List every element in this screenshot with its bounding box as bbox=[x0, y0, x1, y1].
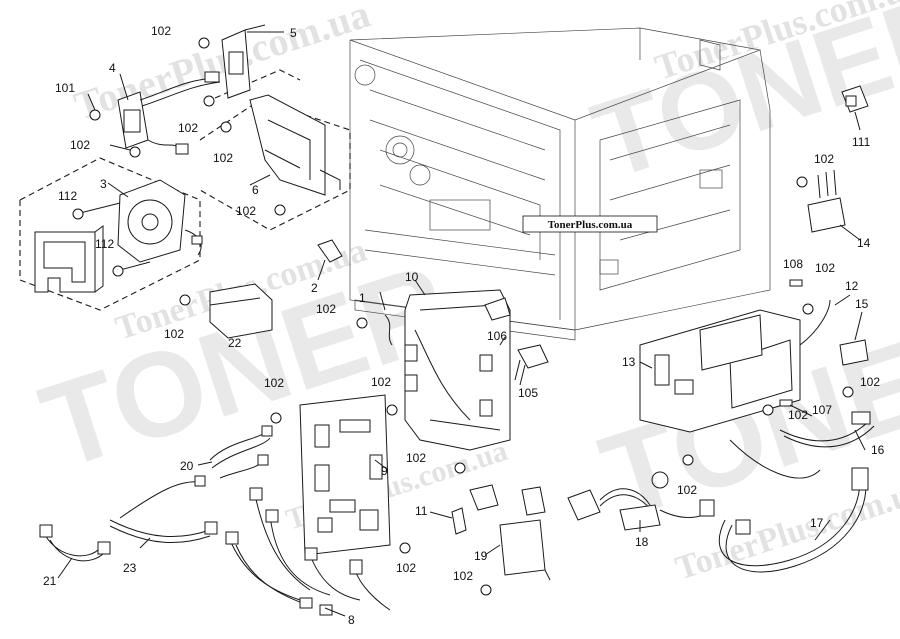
label-102-i: 102 bbox=[371, 375, 391, 389]
leader-lines bbox=[57, 31, 866, 617]
label-102-g: 102 bbox=[316, 302, 336, 316]
label-18: 18 bbox=[635, 535, 649, 549]
label-106: 106 bbox=[487, 329, 507, 343]
label-102-l: 102 bbox=[453, 569, 473, 583]
label-102-o: 102 bbox=[860, 375, 880, 389]
harness-15-16-17 bbox=[718, 299, 875, 573]
label-10: 10 bbox=[405, 270, 419, 284]
switch-111 bbox=[841, 85, 869, 113]
label-111: 111 bbox=[852, 135, 871, 149]
clamp-105 bbox=[514, 344, 549, 381]
site-label-text: TonerPlus.com.ua bbox=[548, 219, 633, 231]
label-112-a: 112 bbox=[58, 189, 77, 203]
label-6: 6 bbox=[252, 183, 259, 197]
label-21: 21 bbox=[43, 574, 57, 588]
duct-frame bbox=[34, 225, 104, 293]
label-19: 19 bbox=[474, 549, 488, 563]
label-20: 20 bbox=[180, 459, 194, 473]
machine-frame bbox=[349, 27, 771, 341]
label-102-f: 102 bbox=[164, 327, 184, 341]
transformer-14 bbox=[807, 169, 846, 233]
label-102-j: 102 bbox=[406, 451, 426, 465]
label-1: 1 bbox=[359, 291, 366, 305]
label-102-p: 102 bbox=[788, 408, 808, 422]
label-11: 11 bbox=[415, 504, 428, 518]
site-label-box: TonerPlus.com.ua bbox=[522, 215, 658, 233]
frame-10 bbox=[404, 289, 511, 451]
board-9 bbox=[299, 394, 391, 556]
label-22: 22 bbox=[228, 336, 242, 350]
power-cord-18 bbox=[567, 471, 715, 531]
label-105: 105 bbox=[518, 386, 538, 400]
clip-1 bbox=[384, 314, 393, 346]
label-102-b: 102 bbox=[70, 138, 90, 152]
harness-23 bbox=[39, 475, 218, 562]
label-102-k: 102 bbox=[396, 561, 416, 575]
label-4: 4 bbox=[109, 61, 116, 75]
label-102-q: 102 bbox=[677, 483, 697, 497]
label-23: 23 bbox=[123, 561, 137, 575]
label-102-c: 102 bbox=[178, 121, 198, 135]
label-15: 15 bbox=[855, 297, 869, 311]
label-102-h: 102 bbox=[264, 376, 284, 390]
board-13 bbox=[639, 309, 801, 433]
label-5: 5 bbox=[290, 26, 297, 40]
harness-8 bbox=[225, 487, 391, 616]
label-102-d: 102 bbox=[213, 151, 233, 165]
label-102-a: 102 bbox=[151, 24, 171, 38]
clip-11 bbox=[451, 507, 467, 535]
part-labels: 102 5 4 101 102 102 102 3 112 6 102 112 … bbox=[43, 24, 885, 627]
label-8: 8 bbox=[348, 613, 355, 627]
label-107: 107 bbox=[812, 403, 832, 417]
screws bbox=[72, 37, 854, 596]
label-102-n: 102 bbox=[815, 261, 835, 275]
label-2: 2 bbox=[311, 281, 318, 295]
label-102-m: 102 bbox=[814, 152, 834, 166]
label-9: 9 bbox=[381, 464, 388, 478]
bracket-2 bbox=[317, 239, 343, 263]
label-112-b: 112 bbox=[95, 237, 114, 251]
label-101: 101 bbox=[55, 81, 75, 95]
harness-20 bbox=[209, 425, 273, 479]
label-13: 13 bbox=[622, 355, 636, 369]
label-102-e: 102 bbox=[236, 204, 256, 218]
plate-5 bbox=[221, 24, 266, 99]
bracket-19 bbox=[469, 484, 551, 581]
label-3: 3 bbox=[100, 177, 107, 191]
connector-bracket-4 bbox=[117, 71, 221, 155]
label-17: 17 bbox=[810, 516, 824, 530]
label-12: 12 bbox=[845, 279, 859, 293]
label-16: 16 bbox=[871, 443, 885, 457]
label-14: 14 bbox=[857, 236, 871, 250]
label-108: 108 bbox=[783, 257, 803, 271]
spacer-108 bbox=[779, 279, 803, 407]
bracket-6 bbox=[249, 94, 341, 196]
bracket-22 bbox=[209, 283, 273, 339]
fan-unit bbox=[117, 179, 203, 263]
